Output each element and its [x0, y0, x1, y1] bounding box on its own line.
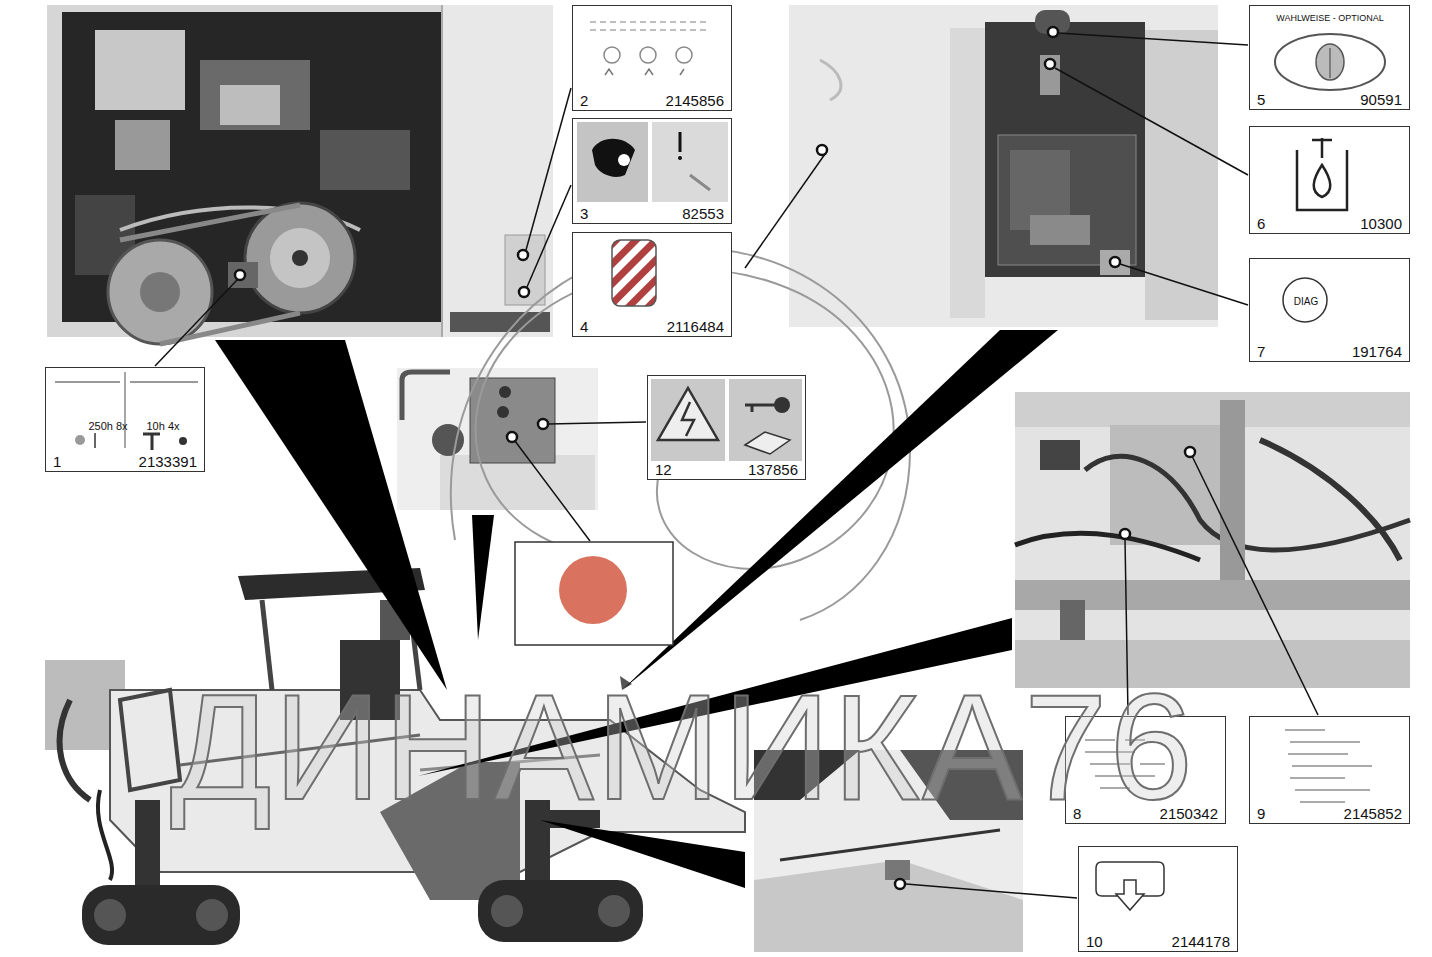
callout-number: 10 [1086, 934, 1103, 951]
decal-text: 10h 4x [146, 420, 179, 432]
decal-text: WAHLWEISE - OPTIONAL [1276, 14, 1384, 24]
callout-number: 5 [1257, 92, 1265, 109]
callout-number: 9 [1257, 806, 1265, 823]
decal-text: DIAG [1294, 296, 1318, 307]
decal-text: 250h 8x [88, 420, 127, 432]
decal-box: 7 191764 DIAG [1249, 258, 1410, 362]
part-number: 137856 [748, 462, 798, 479]
decal-box: 12 137856 [647, 375, 806, 480]
part-number: 90591 [1360, 92, 1402, 109]
watermark: ДИНАМИКА76 [170, 672, 1195, 822]
photo-engine [47, 5, 553, 344]
callout-number: 4 [580, 319, 588, 336]
leader-line [155, 33, 1318, 898]
photo-control-box [397, 368, 598, 510]
callout-number: 3 [580, 206, 588, 223]
callout-number: 6 [1257, 216, 1265, 233]
part-number: 2145852 [1344, 806, 1402, 823]
part-number: 2116484 [667, 319, 724, 336]
photo-frame [1015, 392, 1410, 688]
decal-box: 10 2144178 [1078, 846, 1238, 952]
callout-number: 1 [53, 454, 61, 471]
decal-box: 6 10300 [1249, 126, 1410, 234]
decal-box: 3 82553 [572, 118, 732, 224]
decal-box: 4 2116484 [572, 232, 732, 337]
decal-box: 1 2133391 250h 8x 10h 4x [45, 367, 205, 472]
photo-compartment [789, 5, 1218, 327]
decal-box: 2 2145856 [572, 5, 732, 111]
decal-icon [45, 5, 1410, 952]
callout-number: 2 [580, 93, 588, 110]
callout-number: 7 [1257, 344, 1265, 361]
callout-number: 12 [655, 462, 672, 479]
part-number: 2145856 [666, 93, 724, 110]
decal-box: 5 90591 WAHLWEISE - OPTIONAL [1249, 5, 1410, 110]
part-number: 191764 [1352, 344, 1402, 361]
part-number: 10300 [1360, 216, 1402, 233]
part-number: 2133391 [139, 454, 197, 471]
decal-box: 9 2145852 [1249, 716, 1410, 824]
part-number: 82553 [682, 206, 724, 223]
part-number: 2144178 [1172, 934, 1230, 951]
